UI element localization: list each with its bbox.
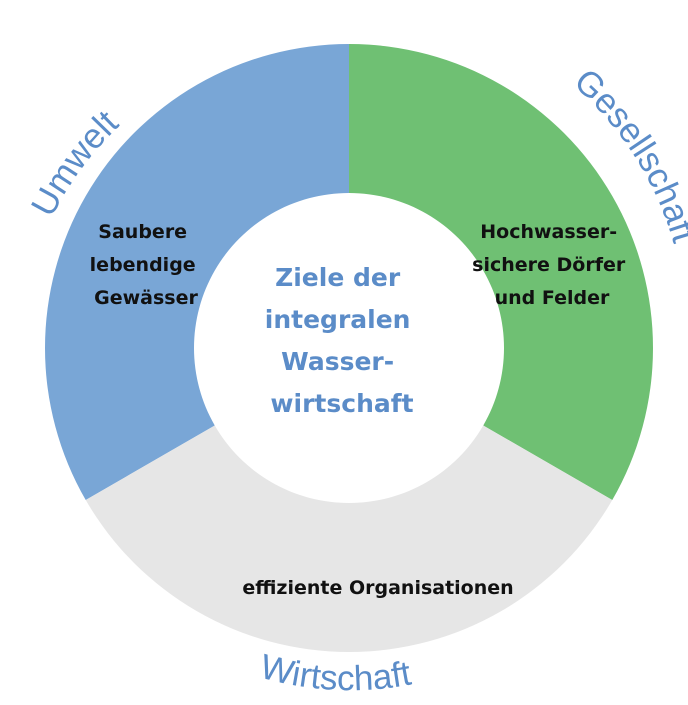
center-line: Wasser- (281, 347, 394, 376)
label-line: sichere Dörfer (472, 254, 626, 276)
category-wirtschaft: Wirtschaft (256, 647, 414, 698)
center-line: integralen (265, 305, 411, 334)
segment-gesellschaft (349, 44, 653, 500)
label-line: Gewässer (94, 287, 198, 309)
center-line: Ziele der (275, 263, 401, 292)
category-label: Wirtschaft (256, 647, 414, 698)
segment-umwelt (45, 44, 349, 500)
label-umwelt: Saubere lebendige Gewässer (90, 221, 203, 309)
label-gesellschaft: Hochwasser- sichere Dörfer und Felder (472, 221, 632, 309)
segment-wirtschaft (85, 425, 613, 652)
label-wirtschaft: effiziente Organisationen (242, 577, 513, 599)
label-line: lebendige (90, 254, 196, 276)
label-line: effiziente Organisationen (242, 577, 513, 599)
center-line: wirtschaft (270, 389, 413, 418)
center-title: Ziele der integralen Wasser- wirtschaft (265, 263, 419, 418)
label-line: Saubere (98, 221, 187, 243)
label-line: Hochwasser- (480, 221, 617, 243)
label-line: und Felder (495, 287, 610, 309)
